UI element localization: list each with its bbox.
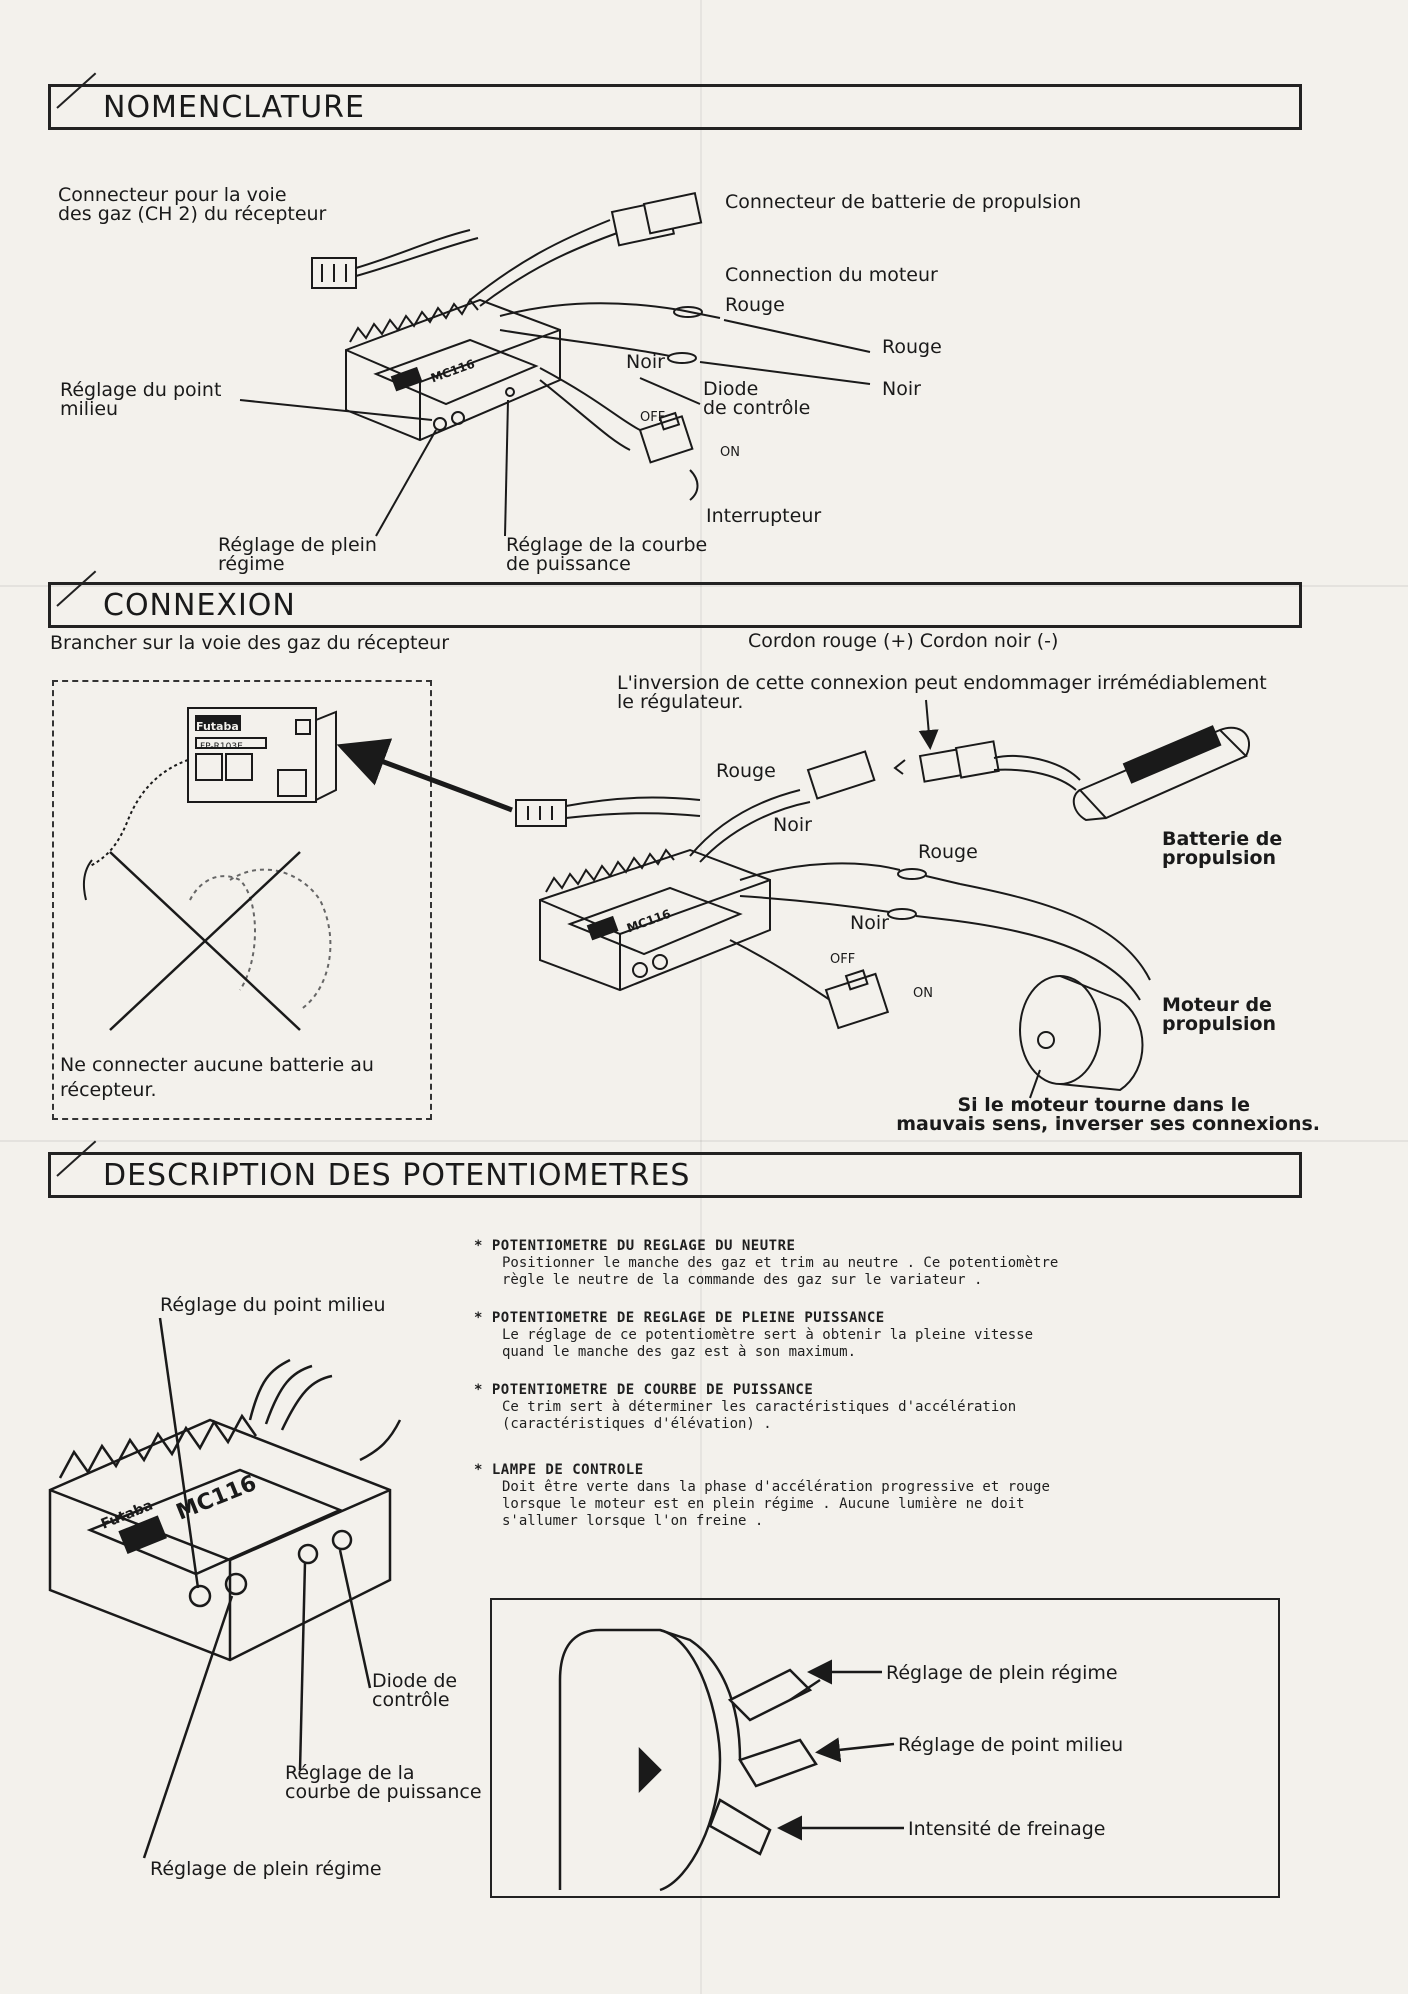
- pot-item-courbe: * POTENTIOMETRE DE COURBE DE PUISSANCE C…: [474, 1382, 1017, 1432]
- fold-line: [0, 1140, 1408, 1142]
- label-rouge-a: Rouge: [716, 760, 776, 782]
- receiver-plug-icon: [311, 229, 479, 289]
- section-header-nomenclature: NOMENCLATURE: [48, 84, 1302, 130]
- label-noir-right: Noir: [882, 378, 921, 400]
- label-batterie-propulsion: Batterie de propulsion: [1162, 828, 1283, 869]
- label-diode-bottom: Diode de contrôle: [372, 1670, 458, 1711]
- section-title: NOMENCLATURE: [103, 89, 365, 125]
- slash-mark: [51, 1155, 103, 1195]
- label-box-plein-regime: Réglage de plein régime: [886, 1662, 1118, 1684]
- label-off: OFF: [640, 410, 666, 425]
- pot-item-neutre: * POTENTIOMETRE DU REGLAGE DU NEUTRE Pos…: [474, 1238, 1059, 1288]
- label-rouge-b: Rouge: [918, 841, 978, 863]
- label-inversion-warning: L'inversion de cette connexion peut endo…: [617, 672, 1267, 713]
- receiver-model-text: FP-R103E: [200, 742, 243, 752]
- esc-model-text: MC116: [428, 356, 477, 386]
- label-si-moteur: Si le moteur tourne dans le mauvais sens…: [896, 1094, 1320, 1135]
- label-connecteur-voie: Connecteur pour la voie des gaz (CH 2) d…: [58, 184, 327, 225]
- slash-mark: [51, 87, 103, 127]
- label-on-b: ON: [913, 986, 933, 1001]
- label-courbe-puissance: Réglage de la courbe de puissance: [506, 534, 708, 575]
- label-moteur-propulsion: Moteur de propulsion: [1162, 994, 1277, 1035]
- label-connection-moteur: Connection du moteur: [725, 264, 938, 286]
- fold-line: [700, 0, 702, 1994]
- closeup-brand-text: Futaba: [98, 1497, 156, 1533]
- nomenclature-drawing: [239, 192, 871, 537]
- label-brancher: Brancher sur la voie des gaz du récepteu…: [50, 632, 450, 654]
- label-connecteur-batterie: Connecteur de batterie de propulsion: [725, 191, 1082, 213]
- section-header-connexion: CONNEXION: [48, 582, 1302, 628]
- label-off-b: OFF: [830, 952, 856, 967]
- label-rouge-top: Rouge: [725, 294, 785, 316]
- detail-box: [490, 1598, 1280, 1898]
- receiver-warning-box: [52, 680, 432, 1120]
- receiver-brand-text: Futaba: [196, 720, 239, 733]
- label-cordon: Cordon rouge (+) Cordon noir (-): [748, 630, 1059, 652]
- section-title: DESCRIPTION DES POTENTIOMETRES: [103, 1157, 691, 1193]
- closeup-model-text: MC116: [173, 1471, 260, 1526]
- label-diode-controle: Diode de contrôle: [703, 378, 811, 419]
- label-noir-b: Noir: [850, 912, 889, 934]
- label-noir-left: Noir: [626, 351, 665, 373]
- slash-mark: [51, 585, 103, 625]
- pot-item-pleine-puissance: * POTENTIOMETRE DE REGLAGE DE PLEINE PUI…: [474, 1310, 1034, 1360]
- label-noir-a: Noir: [773, 814, 812, 836]
- label-courbe-bottom: Réglage de la courbe de puissance: [285, 1762, 482, 1803]
- label-box-point-milieu: Réglage de point milieu: [898, 1734, 1124, 1756]
- label-ne-connecter: Ne connecter aucune batterie au récepteu…: [60, 1054, 374, 1101]
- section-header-potentiometres: DESCRIPTION DES POTENTIOMETRES: [48, 1152, 1302, 1198]
- label-plein-regime: Réglage de plein régime: [218, 534, 377, 575]
- fold-line: [0, 585, 1408, 587]
- pot-item-lampe: * LAMPE DE CONTROLE Doit être verte dans…: [474, 1462, 1050, 1529]
- esc-model-text-2: MC116: [624, 906, 673, 936]
- label-point-milieu-bottom: Réglage du point milieu: [160, 1294, 386, 1316]
- label-on: ON: [720, 445, 740, 460]
- label-interrupteur: Interrupteur: [706, 505, 822, 527]
- label-reglage-point-milieu: Réglage du point milieu: [60, 379, 222, 420]
- motor-icon: [1019, 975, 1144, 1092]
- battery-brand-text: Futaba 7.2V: [1130, 752, 1211, 798]
- section-title: CONNEXION: [103, 587, 296, 623]
- label-plein-regime-bottom: Réglage de plein régime: [150, 1858, 382, 1880]
- label-box-freinage: Intensité de freinage: [908, 1818, 1106, 1840]
- label-rouge-right: Rouge: [882, 336, 942, 358]
